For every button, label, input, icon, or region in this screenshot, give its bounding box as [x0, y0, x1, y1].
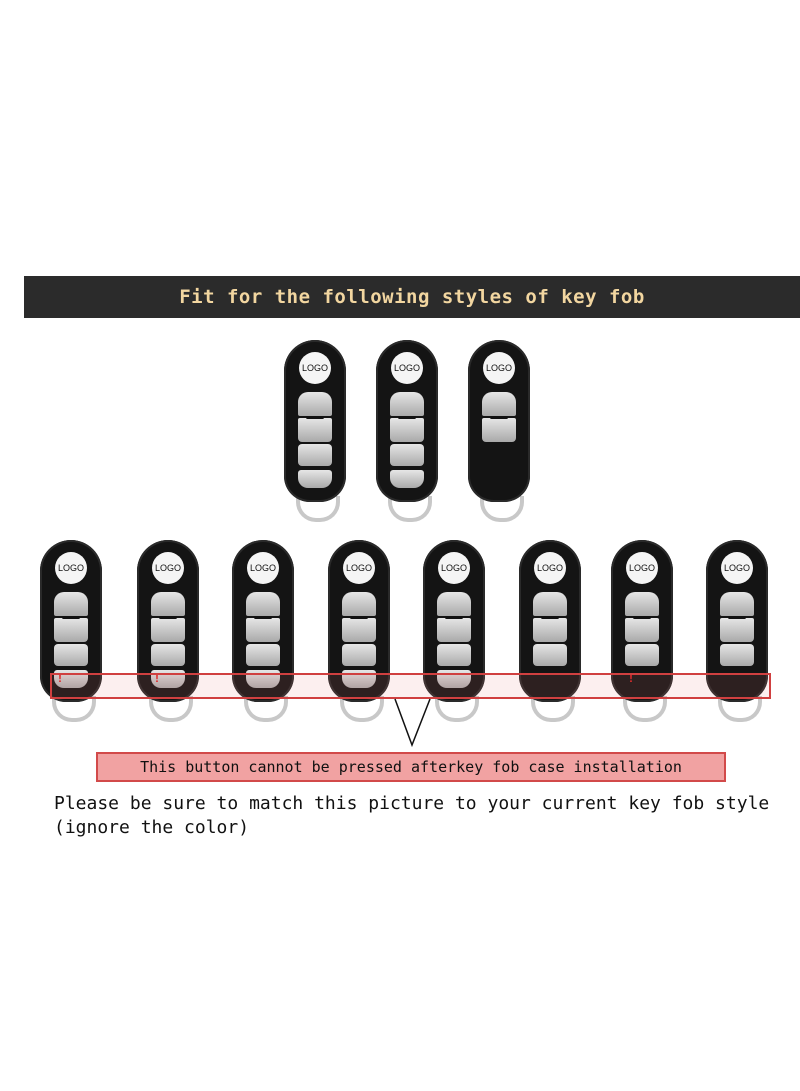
fob-button	[151, 592, 185, 616]
fob-logo: LOGO	[247, 552, 279, 584]
button-divider	[350, 616, 368, 619]
button-divider	[306, 416, 324, 419]
fob-button	[246, 592, 280, 616]
fob-button	[298, 392, 332, 416]
fob-button	[437, 592, 471, 616]
fob-button	[298, 418, 332, 442]
key-fob-bottom-6: LOGO	[519, 540, 581, 722]
button-divider	[541, 616, 559, 619]
button-divider	[62, 616, 80, 619]
button-divider	[633, 616, 651, 619]
fob-button	[298, 444, 332, 466]
fob-button	[625, 618, 659, 642]
fob-logo: LOGO	[721, 552, 753, 584]
fob-button	[342, 592, 376, 616]
key-fob-bottom-5: LOGO	[423, 540, 485, 722]
fob-button	[533, 644, 567, 666]
warning-mark-icon: !	[155, 671, 159, 685]
fob-logo: LOGO	[152, 552, 184, 584]
key-fob-bottom-8: LOGO	[706, 540, 768, 722]
fob-button	[342, 618, 376, 642]
button-divider	[728, 616, 746, 619]
button-divider	[490, 416, 508, 419]
fob-button	[720, 592, 754, 616]
button-divider	[159, 616, 177, 619]
callout-note: This button cannot be pressed afterkey f…	[96, 752, 726, 782]
fob-logo: LOGO	[391, 352, 423, 384]
fob-button	[298, 470, 332, 488]
fob-logo: LOGO	[438, 552, 470, 584]
key-fob-top-2: LOGO	[376, 340, 438, 522]
key-ring	[480, 496, 524, 522]
fob-button	[390, 392, 424, 416]
fob-button	[342, 644, 376, 666]
fob-logo: LOGO	[55, 552, 87, 584]
key-fob-top-3: LOGO	[468, 340, 530, 522]
fob-button	[390, 444, 424, 466]
key-ring	[52, 696, 96, 722]
fob-button	[720, 618, 754, 642]
fob-logo: LOGO	[626, 552, 658, 584]
fob-button	[390, 470, 424, 488]
fob-logo: LOGO	[343, 552, 375, 584]
fob-button	[437, 644, 471, 666]
fob-button	[720, 644, 754, 666]
fob-logo: LOGO	[483, 352, 515, 384]
fob-button	[246, 644, 280, 666]
key-ring	[388, 496, 432, 522]
fob-logo: LOGO	[299, 352, 331, 384]
fob-button	[482, 392, 516, 416]
key-fob-bottom-2: LOGO!	[137, 540, 199, 722]
fob-button	[625, 644, 659, 666]
button-divider	[445, 616, 463, 619]
fob-button	[482, 418, 516, 442]
non-pressable-button-highlight	[50, 673, 771, 699]
fob-button	[437, 618, 471, 642]
key-ring	[623, 696, 667, 722]
banner-title: Fit for the following styles of key fob	[24, 276, 800, 318]
key-fob-bottom-7: LOGO!	[611, 540, 673, 722]
warning-mark-icon: !	[58, 671, 62, 685]
fob-button	[533, 618, 567, 642]
button-divider	[398, 416, 416, 419]
fob-button	[533, 592, 567, 616]
fob-button	[54, 618, 88, 642]
key-ring	[435, 696, 479, 722]
fob-logo: LOGO	[534, 552, 566, 584]
key-ring	[718, 696, 762, 722]
key-ring	[244, 696, 288, 722]
fob-button	[151, 644, 185, 666]
fob-button	[246, 618, 280, 642]
key-ring	[149, 696, 193, 722]
key-ring	[531, 696, 575, 722]
fob-button	[625, 592, 659, 616]
instruction-text: Please be sure to match this picture to …	[54, 793, 770, 838]
key-ring	[296, 496, 340, 522]
fob-button	[151, 618, 185, 642]
button-divider	[254, 616, 272, 619]
fob-button	[390, 418, 424, 442]
warning-mark-icon: !	[629, 671, 633, 685]
key-fob-bottom-3: LOGO	[232, 540, 294, 722]
fob-button	[54, 644, 88, 666]
fob-button	[54, 592, 88, 616]
key-ring	[340, 696, 384, 722]
key-fob-top-1: LOGO	[284, 340, 346, 522]
key-fob-bottom-4: LOGO	[328, 540, 390, 722]
